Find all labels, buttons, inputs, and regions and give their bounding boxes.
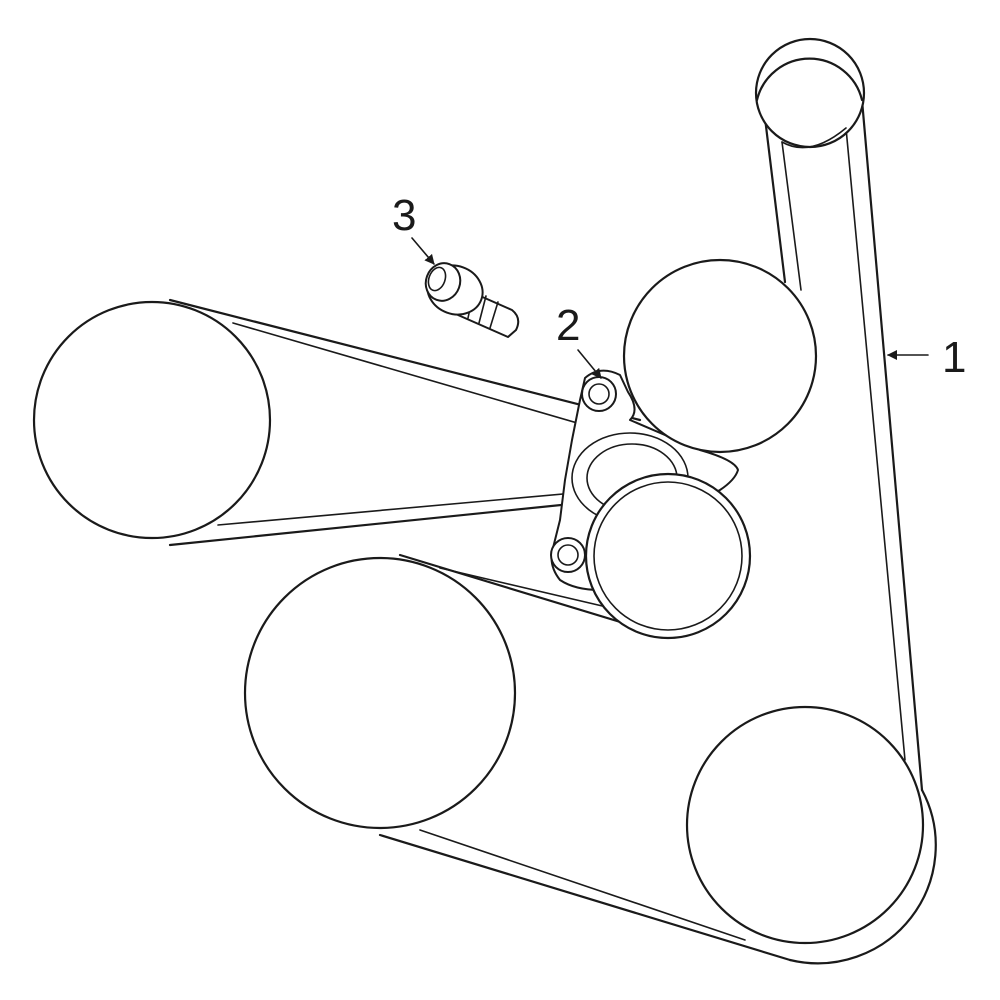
- belt-right-run-outer: [860, 98, 924, 792]
- belt-upper-left-outer: [763, 116, 787, 284]
- bolt: [424, 262, 520, 338]
- callout-2-label: 2: [556, 301, 580, 350]
- idler-pulley-rim: [584, 472, 752, 640]
- pulleys: [32, 37, 925, 945]
- callout-3: 3: [392, 191, 435, 265]
- callout-2-leader: [577, 349, 602, 379]
- pulley-bottom-left-large: [243, 556, 517, 830]
- belt-wrap-bottom-right: [788, 788, 937, 965]
- belt-idler-span-outer: [398, 553, 642, 630]
- drive-belt: [168, 98, 924, 962]
- callout-2: 2: [556, 301, 602, 379]
- bolt-thread-3: [489, 301, 499, 329]
- belt-wrap-top-right-inner: [781, 127, 847, 149]
- bracket-lower-hole: [557, 544, 579, 566]
- callout-1-label: 1: [942, 333, 966, 382]
- bracket-upper-hole: [588, 383, 610, 405]
- belt-upper-left-inner: [781, 141, 802, 291]
- bolt-thread-2: [478, 295, 487, 324]
- belt-lower-span-inner: [217, 487, 631, 526]
- callout-1: 1: [887, 333, 966, 382]
- belt-bottom-span-outer: [378, 833, 792, 962]
- belt-right-run-inner: [845, 127, 906, 761]
- bracket-upper-boss: [581, 376, 617, 412]
- belt-wrap-top-right: [755, 57, 864, 102]
- belt-lower-span-outer: [168, 498, 612, 547]
- pulley-left-large: [32, 300, 272, 540]
- pulley-top-right: [754, 37, 866, 149]
- callout-3-label: 3: [392, 191, 416, 240]
- belt-idler-span-inner: [439, 567, 629, 613]
- bracket-lower-boss: [550, 537, 586, 573]
- belt-wrap-edges: [755, 57, 937, 965]
- pulley-upper-right: [622, 258, 818, 454]
- belt-top-span-outer: [168, 298, 642, 422]
- pulley-bottom-right: [685, 705, 925, 945]
- belt-bottom-span-inner: [419, 829, 746, 941]
- callout-3-leader: [411, 237, 435, 265]
- idler-pulley-inner: [593, 481, 743, 631]
- bolt-head-top: [427, 266, 447, 292]
